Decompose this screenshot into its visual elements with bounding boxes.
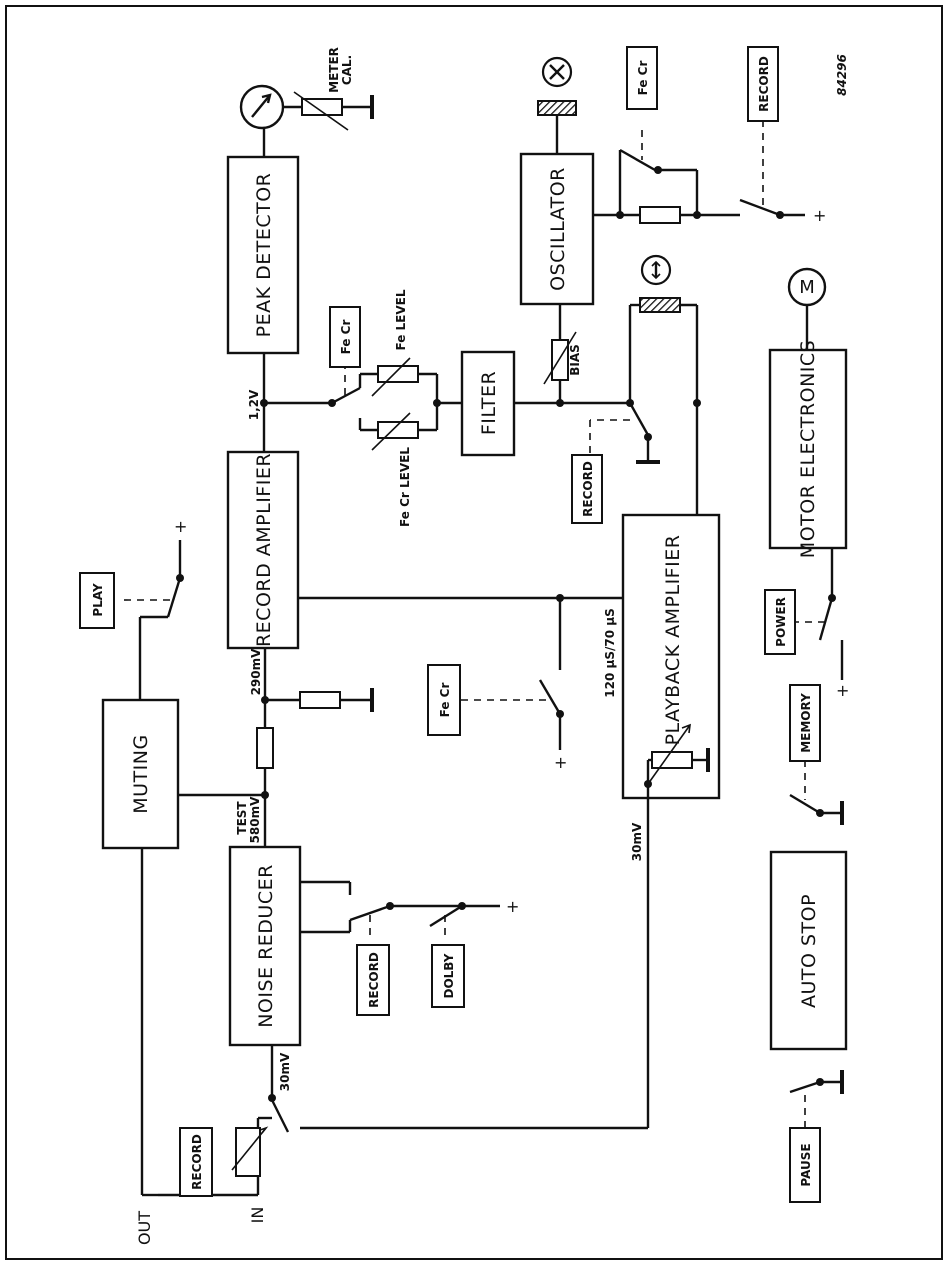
eq-label: 120 µS/70 µS — [603, 608, 617, 697]
filter-block: FILTER — [460, 350, 516, 457]
plus-power: + — [836, 681, 849, 700]
record-amplifier-block: RECORD AMPLIFIER — [226, 450, 300, 650]
playback-amplifier-label: PLAYBACK AMPLIFIER — [662, 535, 684, 746]
nr-switch-wiring — [300, 880, 500, 940]
level-30mv-nr-label: 30mV — [278, 1052, 292, 1091]
muting-block: MUTING — [101, 698, 180, 850]
oscillator-label: OSCILLATOR — [547, 167, 569, 291]
drawing-number: 84296 — [835, 54, 849, 96]
playback-amplifier-block: PLAYBACK AMPLIFIER — [621, 513, 721, 800]
motor-wiring: M — [787, 267, 844, 680]
level-30mv-pb-label: 30mV — [630, 822, 644, 861]
ra-to-pd-wiring — [260, 353, 361, 452]
muting-label: MUTING — [130, 734, 152, 813]
plus-eq: + — [554, 753, 567, 772]
fe-level-label: Fe LEVEL — [394, 289, 408, 350]
record-amplifier-label: RECORD AMPLIFIER — [253, 453, 275, 647]
label-power: POWER — [764, 589, 796, 655]
label-record-in: RECORD — [179, 1127, 213, 1197]
auto-stop-label: AUTO STOP — [798, 894, 820, 1008]
label-fecr-level: Fe Cr — [329, 306, 361, 368]
svg-text:Fe Cr: Fe Cr — [636, 61, 650, 96]
motor-electronics-block: MOTOR ELECTRONICS — [768, 340, 848, 558]
label-play: PLAY — [79, 572, 115, 629]
svg-text:RECORD: RECORD — [581, 461, 595, 517]
svg-text:PAUSE: PAUSE — [799, 1143, 813, 1186]
svg-text:RECORD: RECORD — [367, 952, 381, 1008]
auto-stop-block: AUTO STOP — [769, 850, 848, 1051]
oscillator-block: OSCILLATOR — [519, 152, 595, 306]
svg-text:DOLBY: DOLBY — [442, 953, 456, 998]
plus-osc: + — [813, 206, 826, 225]
label-record-head: RECORD — [571, 454, 603, 524]
svg-text:Fe Cr: Fe Cr — [438, 683, 452, 718]
label-record-osc: RECORD — [747, 46, 779, 122]
filter-label: FILTER — [478, 371, 500, 435]
label-pause: PAUSE — [789, 1127, 821, 1203]
level-1v2-label: 1,2V — [247, 389, 261, 420]
fecr-level-label: Fe Cr LEVEL — [398, 447, 412, 527]
label-record-nr: RECORD — [356, 944, 390, 1016]
output-path — [140, 848, 158, 1197]
nr-to-ra-wiring — [178, 648, 374, 847]
svg-text:RECORD: RECORD — [190, 1134, 204, 1190]
label-fecr-pb: Fe Cr — [427, 664, 461, 736]
test-label-line1: TEST — [235, 801, 249, 835]
svg-text:Fe Cr: Fe Cr — [339, 320, 353, 355]
label-dolby: DOLBY — [431, 944, 465, 1008]
playback-gain-pot — [644, 723, 710, 788]
plus-play: + — [174, 517, 187, 536]
motor-electronics-label: MOTOR ELECTRONICS — [797, 340, 819, 558]
peak-detector-label: PEAK DETECTOR — [253, 173, 275, 338]
playback-head — [639, 297, 681, 313]
play-switch-wiring — [124, 540, 184, 700]
page-border — [5, 5, 943, 1260]
memory-wiring — [789, 760, 844, 825]
svg-text:POWER: POWER — [774, 597, 788, 647]
label-fecr-osc: Fe Cr — [626, 46, 658, 110]
eq-switch-wiring — [298, 594, 623, 750]
plus-dolby: + — [506, 897, 519, 916]
pause-wiring — [789, 1070, 844, 1128]
svg-text:RECORD: RECORD — [757, 56, 771, 112]
bias-label: BIAS — [568, 344, 582, 376]
test-label-line2: 580mV — [248, 796, 262, 844]
motor-symbol: M — [799, 277, 815, 298]
level-290mv-label: 290mV — [249, 648, 263, 696]
svg-text:PLAY: PLAY — [91, 583, 105, 617]
meter-wiring — [239, 84, 374, 157]
noise-reducer-block: NOISE REDUCER — [228, 845, 302, 1047]
level-pots — [358, 357, 462, 451]
oscillator-wiring — [537, 56, 805, 224]
label-memory: MEMORY — [789, 684, 821, 762]
head-direction-symbol — [640, 254, 672, 286]
noise-reducer-label: NOISE REDUCER — [255, 864, 277, 1028]
peak-detector-block: PEAK DETECTOR — [226, 155, 300, 355]
in-label: IN — [248, 1207, 267, 1224]
meter-cal-line1: METER — [327, 47, 341, 93]
out-label: OUT — [135, 1211, 154, 1245]
meter-cal-line2: CAL. — [340, 55, 354, 85]
filter-to-head-wiring — [514, 303, 701, 515]
svg-text:MEMORY: MEMORY — [799, 693, 813, 753]
